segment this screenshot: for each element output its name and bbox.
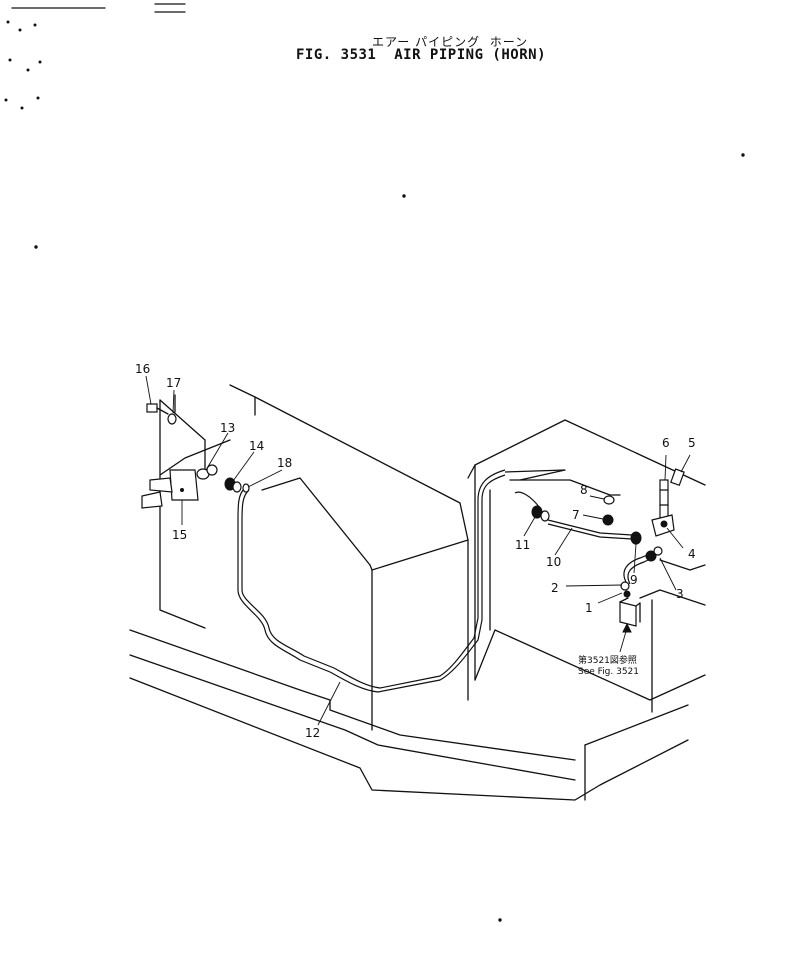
label-8: 8 [580, 483, 588, 497]
label-6: 6 [662, 436, 670, 450]
label-18: 18 [277, 456, 292, 470]
label-1: 1 [585, 601, 593, 615]
label-7: 7 [572, 508, 580, 522]
title-japanese: エアー パイピング ホーン [372, 35, 529, 49]
parts [141, 403, 685, 627]
bolt-16 [146, 403, 169, 415]
washer-17 [167, 413, 177, 425]
label-15: 15 [172, 528, 187, 542]
elbow-13 [196, 464, 218, 480]
nut-18 [242, 483, 250, 493]
connector-9 [630, 531, 642, 545]
bracket-4 [651, 514, 675, 537]
fitting-5 [670, 468, 685, 487]
nut-7 [602, 514, 614, 526]
air-unit-reference [619, 597, 641, 627]
figure-title: FIG. 3531 AIR PIPING (HORN) [296, 47, 547, 63]
machine-outline [129, 384, 706, 801]
cap-8 [603, 495, 615, 505]
label-3: 3 [676, 587, 684, 601]
label-16: 16 [135, 362, 150, 376]
reference-arrow [622, 622, 632, 633]
air-piping [237, 469, 653, 693]
connector-11 [531, 505, 550, 522]
label-4: 4 [688, 547, 696, 561]
label-2: 2 [551, 581, 559, 595]
horn-15 [141, 469, 199, 509]
label-12: 12 [305, 726, 320, 740]
label-11: 11 [515, 538, 530, 552]
label-5: 5 [688, 436, 696, 450]
label-10: 10 [546, 555, 561, 569]
scan-marks [4, 3, 745, 922]
label-9: 9 [630, 573, 638, 587]
label-17: 17 [166, 376, 181, 390]
valve-6 [659, 479, 669, 521]
reference-note-jp: 第3521図参照 [578, 654, 637, 666]
reference-note-en: See Fig. 3521 [578, 667, 639, 677]
label-14: 14 [249, 439, 264, 453]
label-13: 13 [220, 421, 235, 435]
part-number-labels: 16 17 13 14 18 15 12 11 10 7 8 9 6 5 4 3… [135, 362, 696, 740]
elbow-3 [645, 546, 663, 562]
leader-lines [145, 375, 691, 726]
connector-1 [620, 581, 631, 598]
connector-14 [224, 477, 242, 493]
